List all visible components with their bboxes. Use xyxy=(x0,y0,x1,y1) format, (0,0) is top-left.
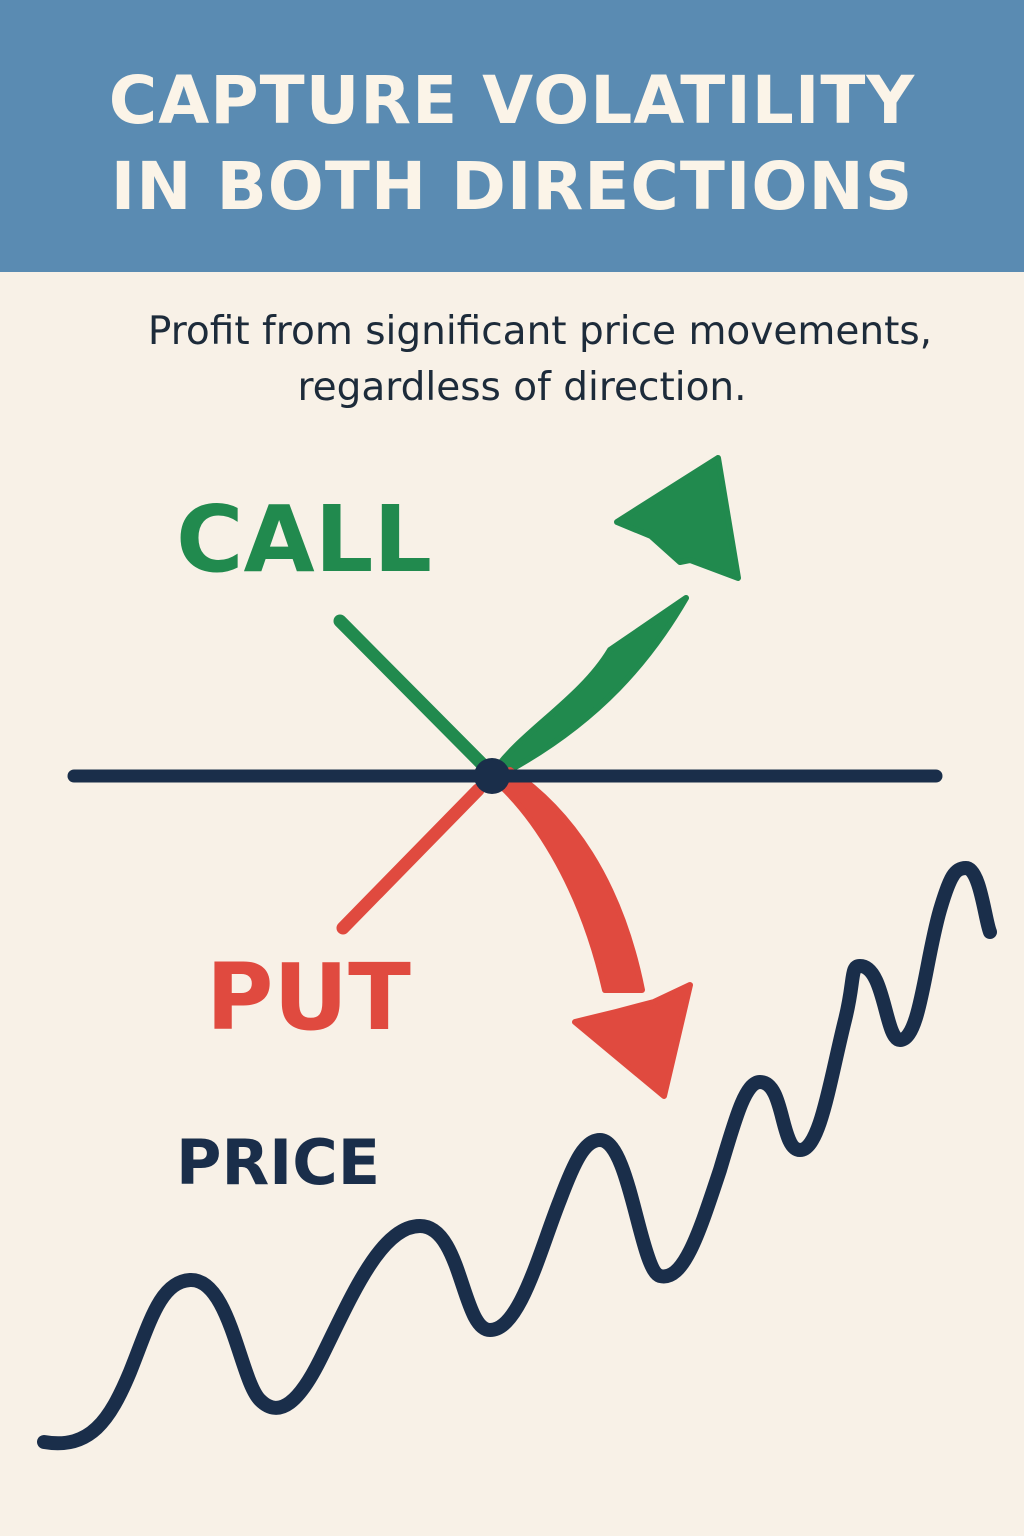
title-line-2: IN BOTH DIRECTIONS xyxy=(110,148,914,225)
price-line xyxy=(37,861,997,1451)
put-leg xyxy=(336,783,485,935)
price-label: PRICE xyxy=(176,1126,381,1199)
page-title: CAPTURE VOLATILITY IN BOTH DIRECTIONS xyxy=(0,58,1024,230)
put-arrow-head xyxy=(572,982,693,1099)
call-label: CALL xyxy=(176,486,432,593)
put-arrow-shaft xyxy=(489,767,645,993)
center-point xyxy=(474,758,510,794)
subtitle-line-1: Profit from significant price movements, xyxy=(147,309,933,354)
down-arrow-icon xyxy=(489,767,693,1099)
put-label: PUT xyxy=(206,944,411,1051)
title-line-1: CAPTURE VOLATILITY xyxy=(108,62,916,139)
header-banner: CAPTURE VOLATILITY IN BOTH DIRECTIONS xyxy=(0,0,1024,272)
subtitle: Profit from significant price movements,… xyxy=(0,304,1024,416)
call-arrow-shaft xyxy=(489,595,689,777)
up-arrow-icon xyxy=(489,455,741,777)
call-arrow-head xyxy=(614,455,741,581)
subtitle-line-2: regardless of direction. xyxy=(297,365,747,410)
call-leg xyxy=(333,614,489,771)
